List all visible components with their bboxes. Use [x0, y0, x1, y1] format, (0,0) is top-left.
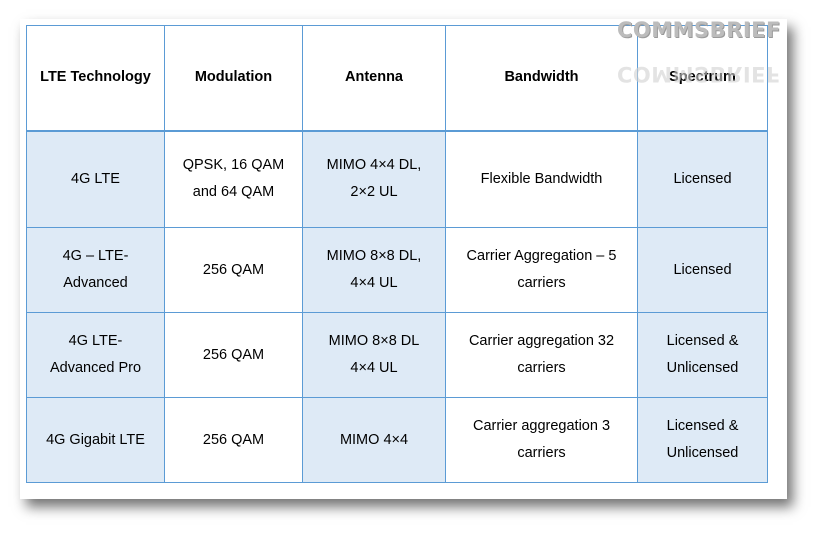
cell-technology: 4G LTE: [26, 130, 165, 228]
comparison-table-card: LTE Technology Modulation Antenna Bandwi…: [20, 19, 787, 499]
lte-comparison-table: LTE Technology Modulation Antenna Bandwi…: [26, 25, 768, 483]
cell-technology: 4G LTE-Advanced Pro: [26, 312, 165, 398]
table-row: 4G – LTE-Advanced 256 QAM MIMO 8×8 DL,4×…: [26, 227, 768, 313]
cell-technology: 4G Gigabit LTE: [26, 397, 165, 483]
commsbrief-watermark-reflection: COMMSBRIEF: [617, 62, 781, 86]
cell-technology: 4G – LTE-Advanced: [26, 227, 165, 313]
cell-antenna: MIMO 4×4: [302, 397, 446, 483]
cell-spectrum: Licensed: [637, 227, 768, 313]
commsbrief-watermark: COMMSBRIEF: [617, 18, 781, 42]
header-antenna: Antenna: [302, 25, 446, 132]
header-modulation: Modulation: [164, 25, 303, 132]
table-header-row: LTE Technology Modulation Antenna Bandwi…: [26, 25, 768, 132]
header-lte-technology: LTE Technology: [26, 25, 165, 132]
cell-spectrum: Licensed: [637, 130, 768, 228]
cell-spectrum: Licensed &Unlicensed: [637, 397, 768, 483]
table-row: 4G Gigabit LTE 256 QAM MIMO 4×4 Carrier …: [26, 397, 768, 483]
cell-antenna: MIMO 4×4 DL,2×2 UL: [302, 130, 446, 228]
cell-modulation: 256 QAM: [164, 227, 303, 313]
cell-modulation: 256 QAM: [164, 312, 303, 398]
cell-spectrum: Licensed &Unlicensed: [637, 312, 768, 398]
cell-bandwidth: Flexible Bandwidth: [445, 130, 638, 228]
cell-modulation: 256 QAM: [164, 397, 303, 483]
header-bandwidth: Bandwidth: [445, 25, 638, 132]
header-spectrum: Spectrum: [637, 25, 768, 132]
cell-antenna: MIMO 8×8 DL,4×4 UL: [302, 227, 446, 313]
